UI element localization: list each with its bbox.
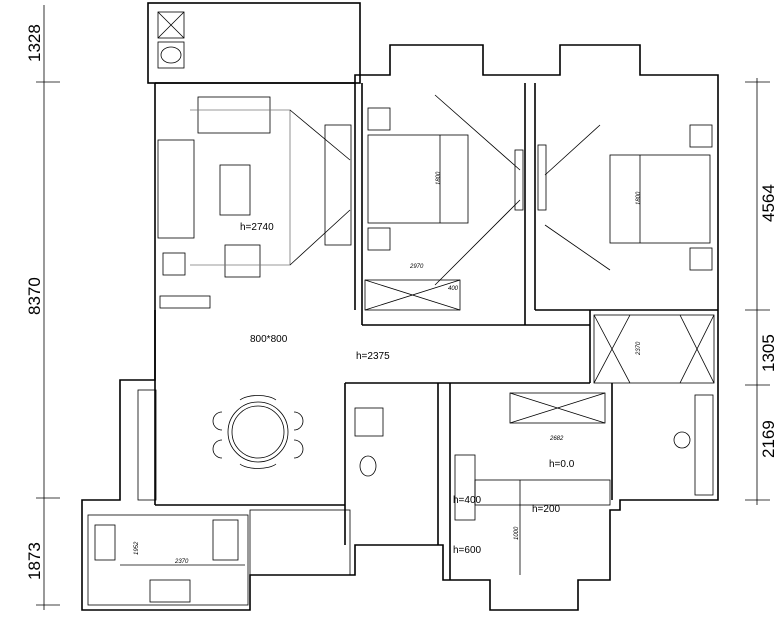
bath-h0-label: h=0.0	[549, 459, 575, 470]
dim-1305: 1305	[759, 334, 778, 372]
hall-height-label: h=2375	[356, 351, 390, 362]
kitchen-width-dim: 2370	[174, 559, 189, 565]
living-room: h=2740 800*800 h=2375	[157, 96, 390, 362]
bed2-bed-dim: 1800	[636, 191, 642, 205]
living-height-label: h=2740	[240, 222, 274, 233]
dining-table	[212, 395, 304, 469]
bath-width-dim: 2682	[549, 436, 564, 442]
bath-h200-label: h=200	[532, 504, 561, 515]
toilet	[354, 407, 384, 477]
wardrobe2-dim: 2370	[636, 341, 642, 356]
walls	[81, 44, 719, 611]
bathroom: 2682 1000 h=0.0 h=400 h=200 h=600	[453, 392, 691, 575]
bath-depth-dim: 1000	[514, 526, 520, 540]
kitchen-depth-dim: 1952	[134, 541, 140, 555]
wardrobe-dim: 400	[448, 286, 459, 292]
balcony-top	[147, 2, 361, 84]
bed1-bed-dim: 1800	[436, 171, 442, 185]
tile-label: 800*800	[250, 334, 288, 345]
dimension-line-left: 1328 8370 1873	[25, 5, 60, 610]
bed1-width-dim: 2970	[409, 264, 424, 270]
dim-2169: 2169	[759, 420, 778, 458]
dim-8370: 8370	[25, 277, 44, 315]
dim-1328: 1328	[25, 24, 44, 62]
bedroom-2: 1800 2370	[537, 124, 715, 384]
dim-1873: 1873	[25, 542, 44, 580]
dim-4564: 4564	[759, 184, 778, 222]
kitchen: 2370 1952	[87, 509, 351, 606]
dimension-line-right: 4564 1305 2169	[745, 78, 778, 505]
bath-h600-label: h=600	[453, 545, 482, 556]
bedroom-1: 2970 400 1800	[364, 94, 524, 311]
bath-h400-label: h=400	[453, 495, 482, 506]
